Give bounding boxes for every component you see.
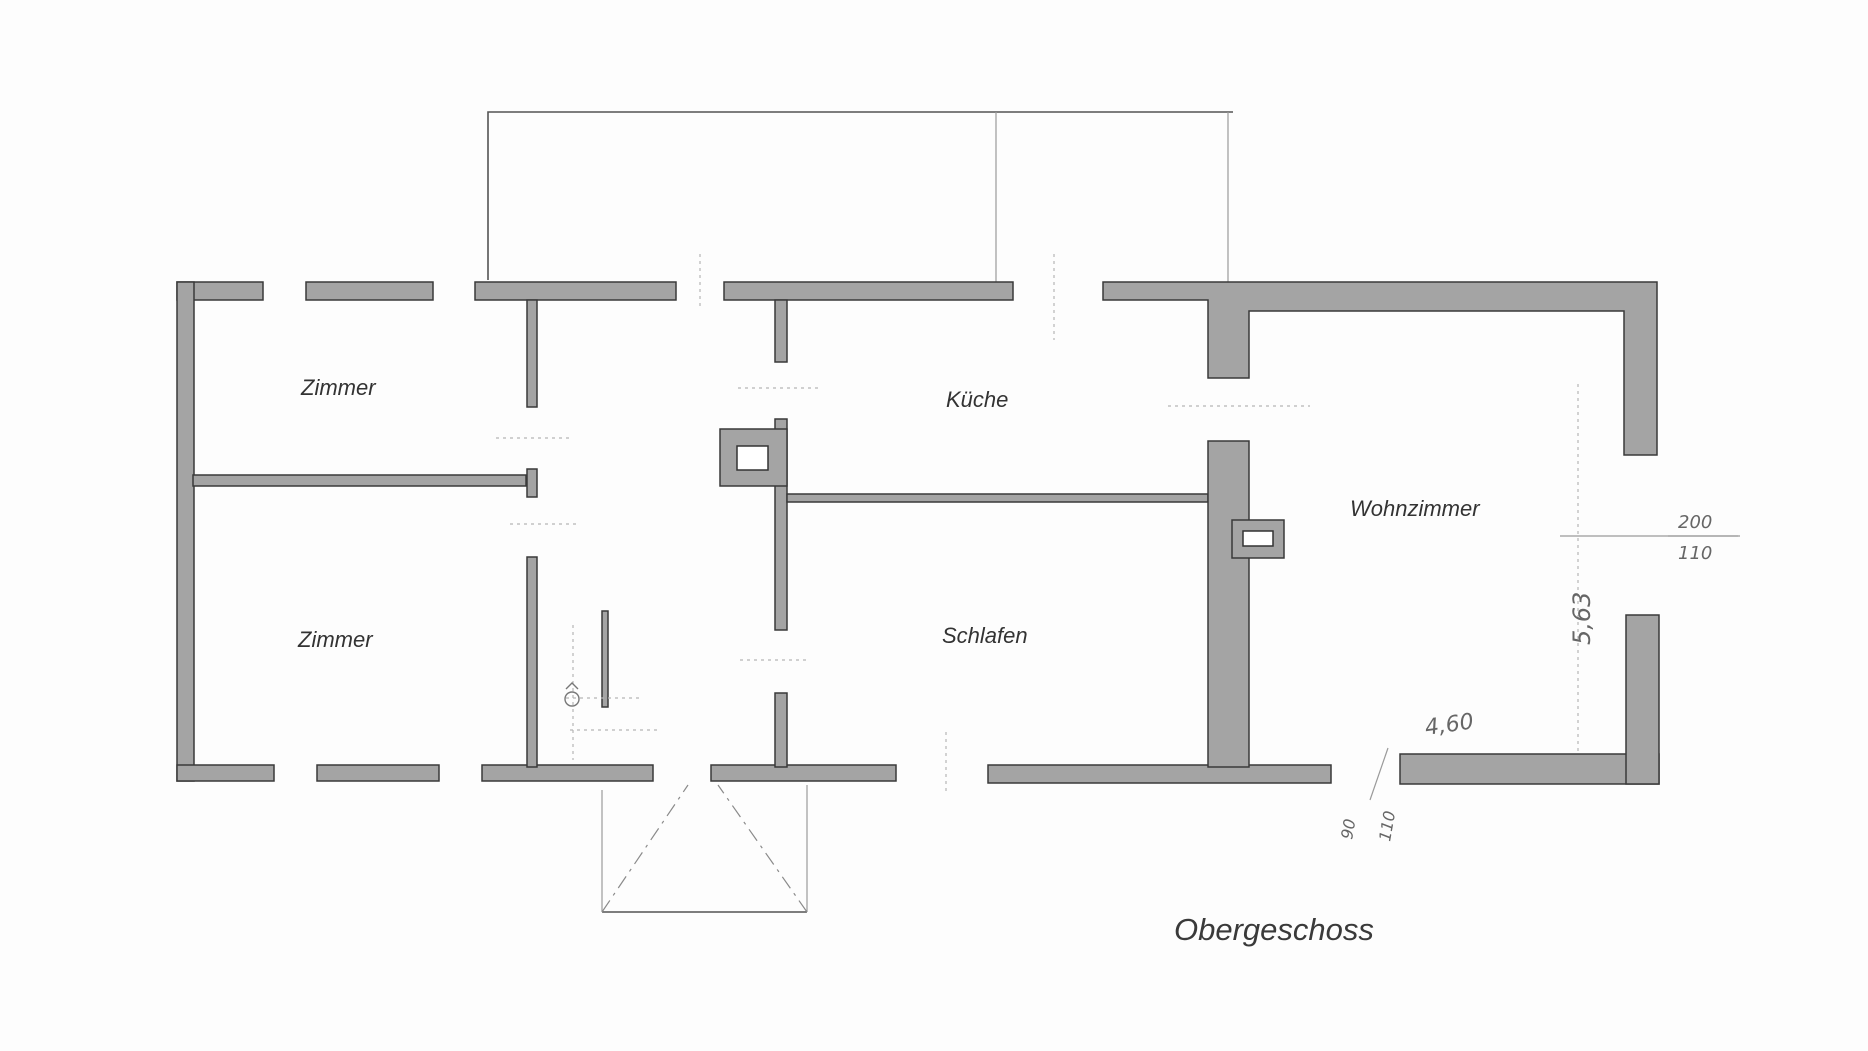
chimney-living-flue xyxy=(1242,530,1274,547)
wall-corridor-left-mid xyxy=(526,468,538,498)
wall-bottom-4 xyxy=(710,764,897,782)
room-label-schlafen: Schlafen xyxy=(942,623,1028,648)
window-height-label: 110 xyxy=(1678,543,1712,564)
room-depth-dimension: 5,63 xyxy=(1568,592,1596,645)
room-label-wohnzimmer: Wohnzimmer xyxy=(1350,496,1481,521)
wall-top-3 xyxy=(474,281,677,301)
balcony-outline xyxy=(487,111,1233,285)
entrance-canopy xyxy=(601,784,808,913)
wall-stair-stub xyxy=(601,610,609,708)
wall-bottom-5 xyxy=(987,764,1332,784)
wall-bottom-3 xyxy=(481,764,654,782)
floor-title: Obergeschoss xyxy=(1174,912,1374,947)
chimney-corridor-flue xyxy=(736,445,769,471)
wall-living-left xyxy=(1207,440,1250,768)
wall-corridor-right-upper xyxy=(774,299,788,363)
wall-corridor-right-lower xyxy=(774,692,788,768)
stair-arrow-icon xyxy=(564,682,580,707)
window-bottom-height-label: 110 xyxy=(1375,809,1399,842)
wall-zimmer-divider xyxy=(192,474,527,487)
wall-corridor-left-upper xyxy=(526,299,538,408)
window-bottom-fraction-bar xyxy=(1369,747,1389,801)
window-bottom-width-label: 90 xyxy=(1337,817,1359,840)
wall-bottom-6 xyxy=(1399,753,1660,785)
room-label-zimmer-bottom: Zimmer xyxy=(297,627,374,652)
room-label-zimmer-top: Zimmer xyxy=(300,375,377,400)
wall-kitchen-bedroom xyxy=(786,493,1209,503)
opening-lines xyxy=(496,254,1740,795)
room-label-kueche: Küche xyxy=(946,387,1008,412)
wall-corridor-left-lower xyxy=(526,556,538,768)
wall-top-5-living xyxy=(1102,281,1658,456)
wall-bottom-2 xyxy=(316,764,440,782)
room-width-dimension: 4,60 xyxy=(1423,709,1475,741)
wall-bottom-1 xyxy=(176,764,275,782)
wall-top-4 xyxy=(723,281,1014,301)
window-width-label: 200 xyxy=(1678,512,1712,533)
wall-right-lower xyxy=(1625,614,1660,785)
walls xyxy=(176,281,1660,785)
wall-top-2 xyxy=(305,281,434,301)
wall-left xyxy=(176,281,195,782)
